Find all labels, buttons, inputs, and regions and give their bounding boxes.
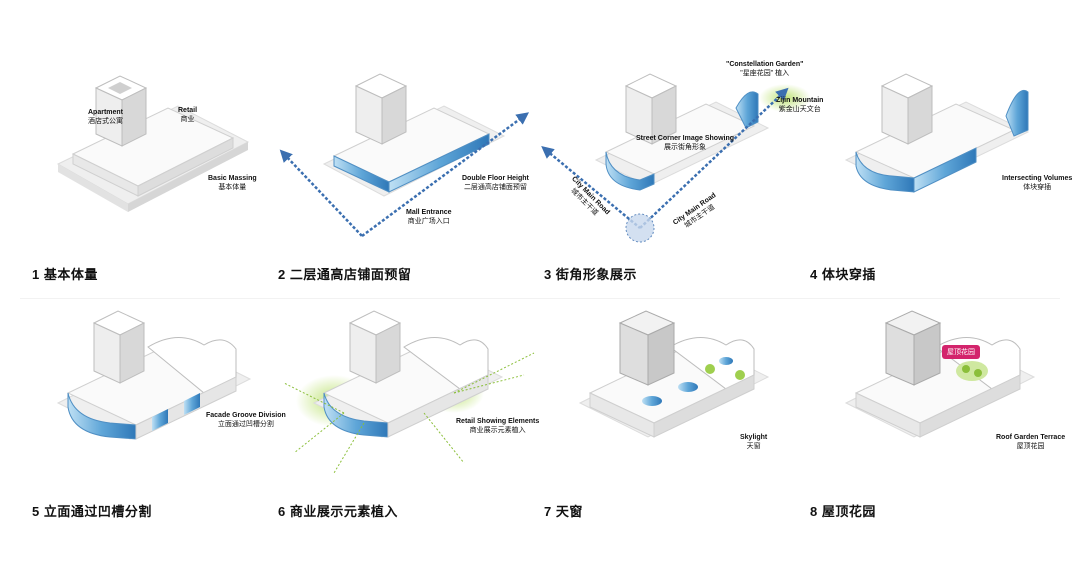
diagram-caption: 4 体块穿插 [810,267,876,282]
massing-illustration [56,75,250,212]
label-garden: "Constellation Garden""星座花园" 植入 [726,61,804,77]
diagram-3-street-corner: "Constellation Garden""星座花园" 植入 Zijin Mo… [540,46,823,291]
massing-illustration [541,73,811,243]
diagram-caption: 6 商业展示元素植入 [278,504,398,519]
diagram-caption: 1 基本体量 [32,267,98,282]
massing-illustration [283,310,535,474]
diagram-caption: 7 天窗 [544,504,583,519]
row-divider [20,298,1060,299]
massing-illustration [279,73,530,238]
diagram-caption: 3 街角形象展示 [544,267,637,282]
massing-illustration [56,310,252,440]
diagram-caption: 8 屋顶花园 [810,504,876,519]
diagram-caption: 2 二层通高店铺面预留 [278,267,412,282]
massing-illustration [844,310,1036,438]
massing-illustration [578,310,770,438]
massing-illustration [844,73,1030,193]
diagram-caption: 5 立面通过凹槽分割 [32,504,152,519]
roof-garden-tag: 屋顶花园 [942,345,980,359]
